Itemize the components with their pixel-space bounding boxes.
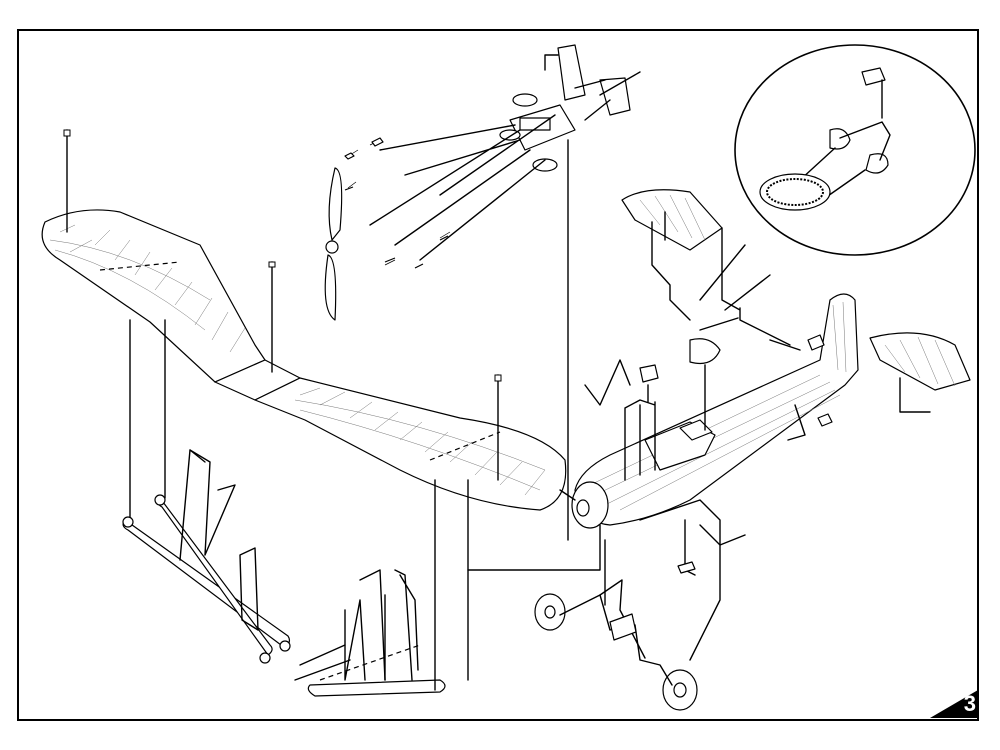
left-wing: [41, 129, 266, 383]
landing-gear: [534, 519, 721, 711]
propeller: [324, 167, 343, 321]
engine-assembly: [344, 44, 641, 541]
tail-plane-right: [869, 332, 971, 413]
detail-bubble: [699, 44, 976, 311]
fuselage: [571, 293, 859, 546]
cockpit-parts: [584, 359, 659, 481]
page-frame: [17, 29, 979, 721]
page-corner-tab: [930, 690, 978, 718]
leader-lines: [559, 227, 791, 501]
center-section: [294, 479, 601, 697]
right-wing: [254, 374, 567, 511]
page-number: 3: [963, 691, 976, 716]
tail-plane-left: [621, 189, 723, 321]
left-struts: [122, 319, 291, 664]
